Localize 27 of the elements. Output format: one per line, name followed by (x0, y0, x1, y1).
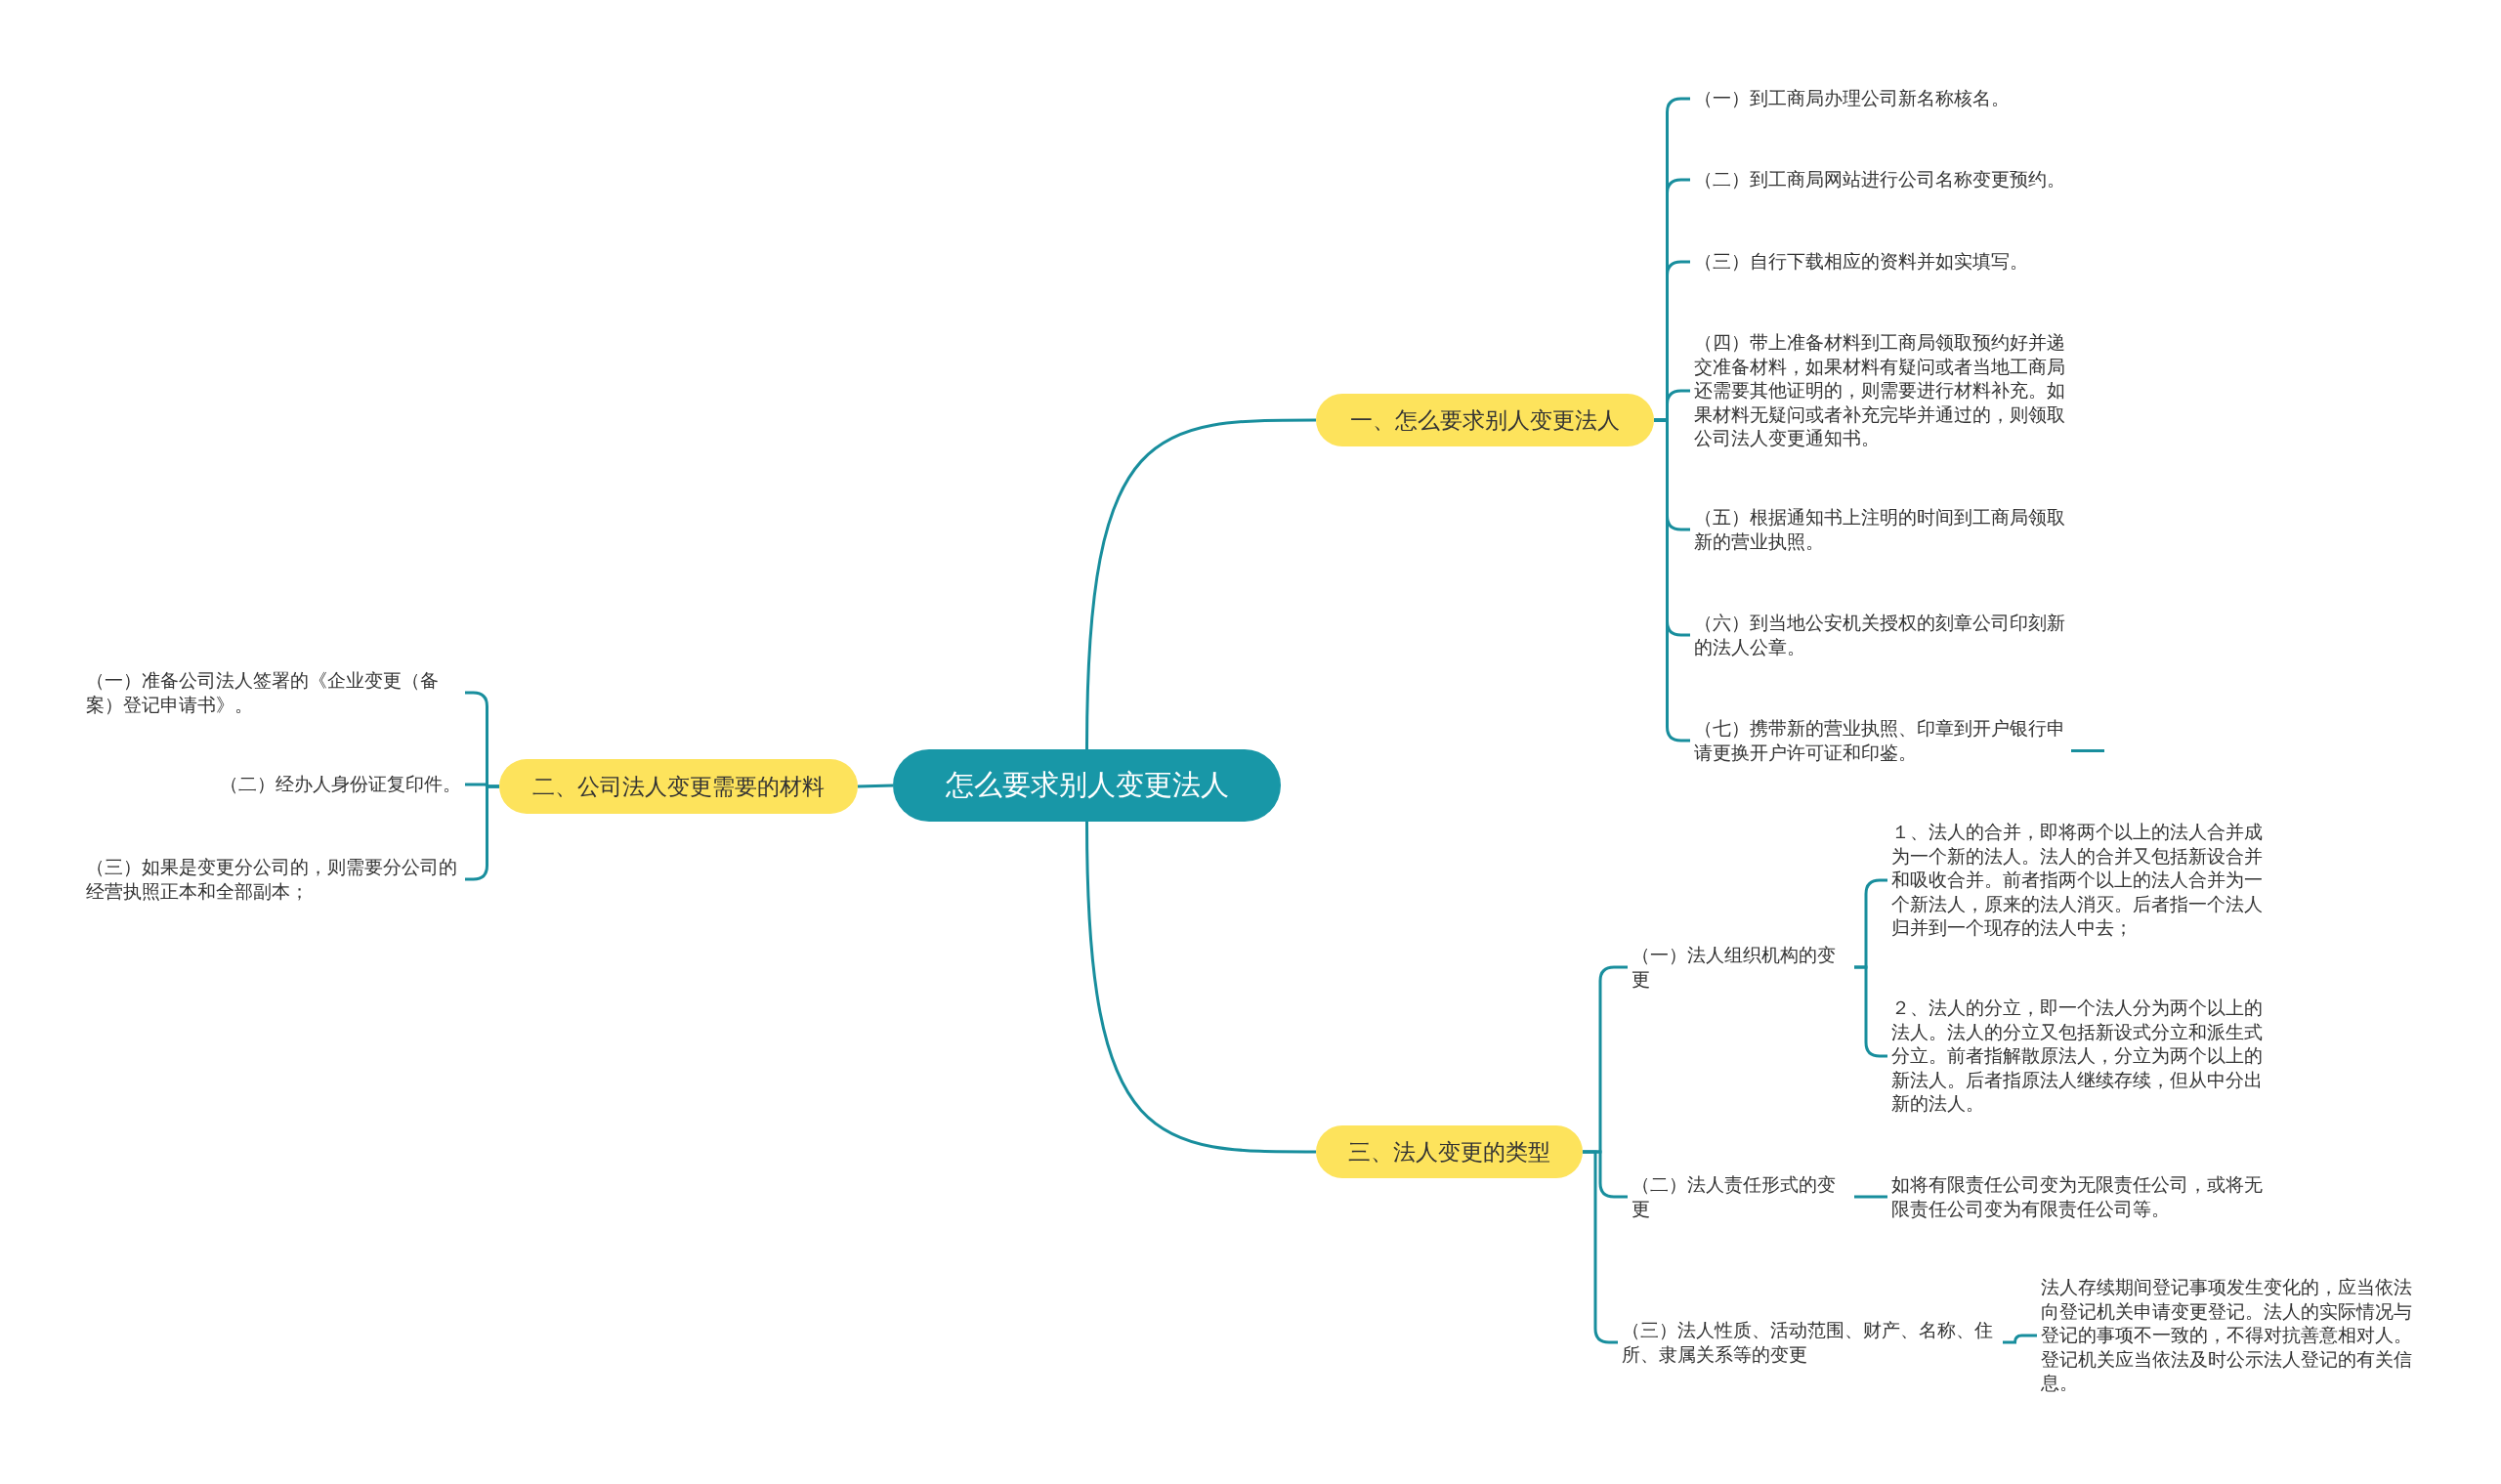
topic-text: （六）到当地公安机关授权的刻章公司印刻新的法人公章。 (1690, 611, 2071, 659)
connector-line (1854, 1195, 1887, 1199)
topic-text: （一）准备公司法人签署的《企业变更（备案）登记申请书》。 (82, 668, 465, 717)
topic-text: （三）自行下载相应的资料并如实填写。 (1690, 249, 2071, 275)
topic-text: （一）法人组织机构的变更 (1628, 943, 1854, 992)
connector-line (857, 784, 894, 788)
topic-text: （二）经办人身份证复印件。 (82, 772, 465, 797)
connector-line (2071, 749, 2104, 752)
connector-line (1085, 821, 1316, 1154)
branch-topic: 二、公司法人变更需要的材料 (499, 759, 858, 814)
branch-topic: 三、法人变更的类型 (1316, 1125, 1583, 1178)
topic-text: （四）带上准备材料到工商局领取预约好并递交准备材料，如果材料有疑问或者当地工商局还需要其他证明的，则需要进行材料补充。如果材料无疑问或者补充完毕并通过的，则领取公司法人变更通知书。 (1690, 330, 2071, 451)
topic-text: 法人存续期间登记事项发生变化的，应当依法向登记机关申请变更登记。法人的实际情况与登记的事项不一致的，不得对抗善意相对人。登记机关应当依法及时公示法人登记的有关信息。 (2037, 1275, 2422, 1396)
branch-topic: 一、怎么要求别人变更法人 (1316, 394, 1654, 446)
topic-text: （二）法人责任形式的变更 (1628, 1172, 1854, 1221)
central-topic: 怎么要求别人变更法人 (893, 749, 1281, 822)
topic-text: （三）如果是变更分公司的，则需要分公司的经营执照正本和全部副本； (82, 855, 465, 904)
topic-text: （二）到工商局网站进行公司名称变更预约。 (1690, 167, 2071, 192)
topic-text: （五）根据通知书上注明的时间到工商局领取新的营业执照。 (1690, 505, 2071, 554)
topic-text: （七）携带新的营业执照、印章到开户银行申请更换开户许可证和印鉴。 (1690, 716, 2071, 765)
topic-text: 如将有限责任公司变为无限责任公司，或将无限责任公司变为有限责任公司等。 (1887, 1172, 2270, 1221)
topic-text: ２、法人的分立，即一个法人分为两个以上的法人。法人的分立又包括新设式分立和派生式分立。前者指解散原法人，分立为两个以上的新法人。后者指原法人继续存续，但从中分出新的法人。 (1887, 996, 2270, 1117)
connector-line (1085, 418, 1316, 750)
topic-text: （三）法人性质、活动范围、财产、名称、住所、隶属关系等的变更 (1618, 1318, 2003, 1367)
connector-line (2003, 1334, 2037, 1344)
topic-text: １、法人的合并，即将两个以上的法人合并成为一个新的法人。法人的合并又包括新设合并和吸收合并。前者指两个以上的法人合并为一个新法人，原来的法人消灭。后者指一个法人归并到一个现存的法人中去； (1887, 820, 2270, 941)
topic-text: （一）到工商局办理公司新名称核名。 (1690, 86, 2071, 111)
